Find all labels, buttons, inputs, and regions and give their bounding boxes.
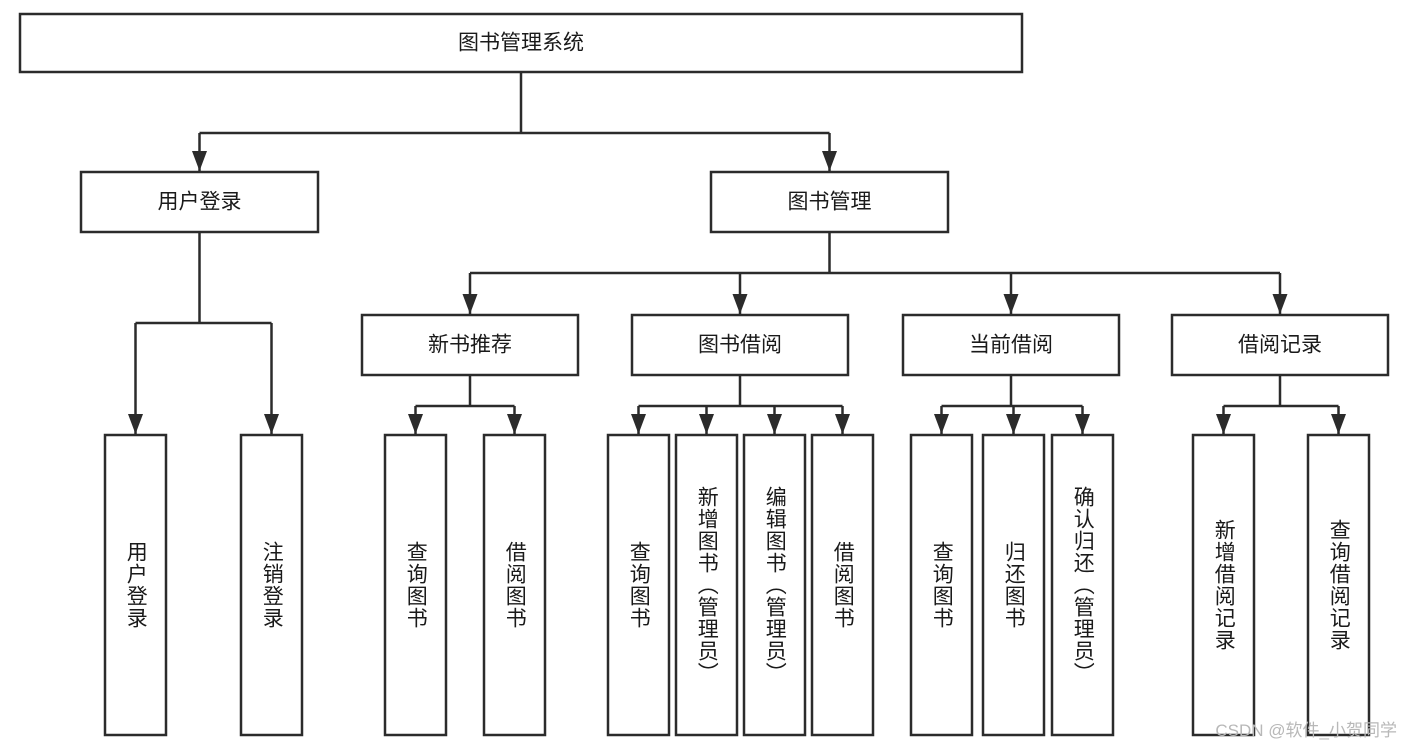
connector-layer <box>128 72 1346 434</box>
node-leaf-user-login[interactable] <box>103 433 168 737</box>
node-label: 图书管理 <box>788 191 872 214</box>
arrow-head-icon <box>934 414 949 434</box>
arrow-head-icon <box>128 414 143 434</box>
arrow-head-icon <box>1331 414 1346 434</box>
arrow-head-icon <box>1003 294 1019 314</box>
node-book-borrow[interactable] <box>630 313 850 377</box>
node-leaf-borrow-book[interactable] <box>810 433 875 737</box>
arrow-head-icon <box>1006 414 1021 434</box>
arrow-head-icon <box>1075 414 1090 434</box>
node-leaf-query-borrow-record[interactable] <box>1306 433 1371 737</box>
arrow-head-icon <box>507 414 522 434</box>
arrow-head-icon <box>732 294 748 314</box>
node-leaf-query-book-borrow[interactable] <box>606 433 671 737</box>
node-leaf-confirm-return-admin[interactable] <box>1050 433 1115 737</box>
node-leaf-logout[interactable] <box>239 433 304 737</box>
node-new-book-recommend[interactable] <box>360 313 580 377</box>
box-layer <box>18 12 1390 737</box>
arrow-head-icon <box>264 414 279 434</box>
arrow-head-icon <box>462 294 478 314</box>
arrow-head-icon <box>1272 294 1288 314</box>
node-label: 新书推荐 <box>428 334 512 357</box>
node-book-management[interactable] <box>709 170 950 234</box>
node-borrow-record[interactable] <box>1170 313 1390 377</box>
node-current-borrow[interactable] <box>901 313 1121 377</box>
node-leaf-return-book[interactable] <box>981 433 1046 737</box>
node-label: 图书借阅 <box>698 334 782 357</box>
node-leaf-add-borrow-record[interactable] <box>1191 433 1256 737</box>
arrow-head-icon <box>192 151 207 171</box>
arrow-head-icon <box>1216 414 1231 434</box>
arrow-head-icon <box>699 414 714 434</box>
node-label: 用户登录 <box>158 191 242 214</box>
node-leaf-query-book-current[interactable] <box>909 433 974 737</box>
node-label: 借阅记录 <box>1238 334 1322 357</box>
node-user-login[interactable] <box>79 170 320 234</box>
arrow-head-icon <box>631 414 646 434</box>
arrow-head-icon <box>408 414 423 434</box>
arrow-head-icon <box>767 414 782 434</box>
node-leaf-edit-book-admin[interactable] <box>742 433 807 737</box>
node-root-root[interactable] <box>18 12 1024 74</box>
node-label: 图书管理系统 <box>458 32 584 55</box>
node-leaf-borrow-book-rec[interactable] <box>482 433 547 737</box>
csdn-watermark: CSDN @软件_小贺同学 <box>1215 721 1397 740</box>
node-leaf-query-book-rec[interactable] <box>383 433 448 737</box>
node-label: 当前借阅 <box>969 334 1053 357</box>
node-leaf-add-book-admin[interactable] <box>674 433 739 737</box>
arrow-head-icon <box>835 414 850 434</box>
arrow-head-icon <box>822 151 837 171</box>
